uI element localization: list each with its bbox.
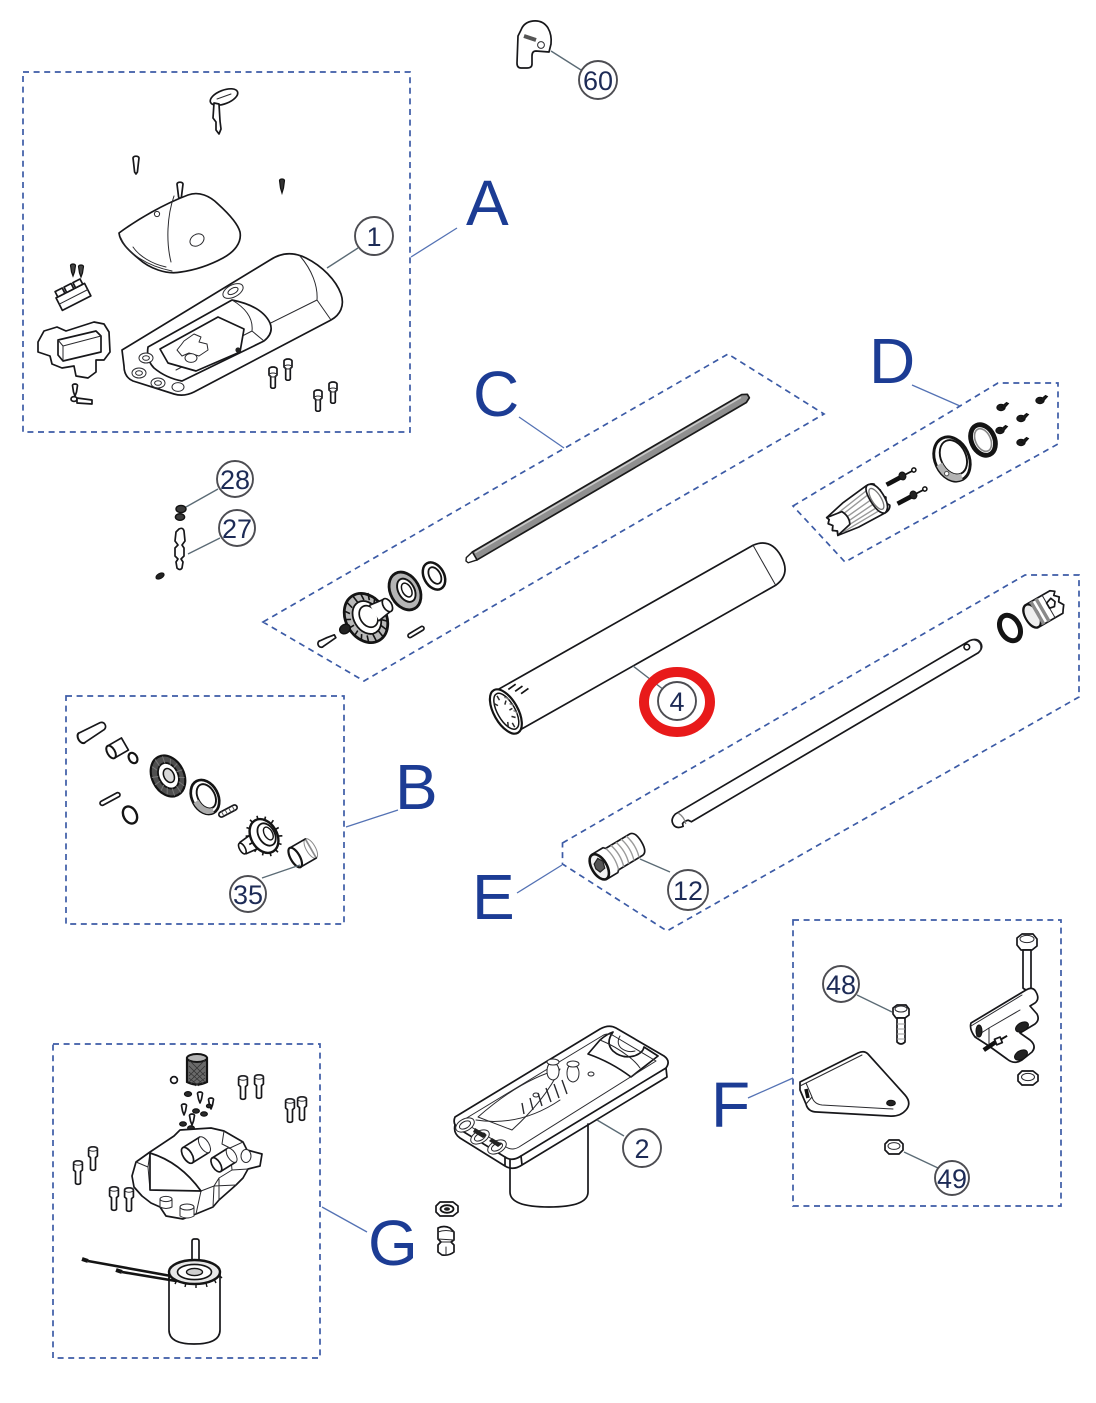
svg-text:B: B — [395, 751, 438, 823]
svg-text:D: D — [869, 325, 915, 397]
svg-text:E: E — [472, 861, 515, 933]
svg-text:F: F — [711, 1069, 750, 1141]
svg-text:C: C — [473, 358, 519, 430]
svg-text:48: 48 — [826, 970, 856, 1000]
svg-text:1: 1 — [366, 222, 381, 252]
svg-text:12: 12 — [673, 876, 703, 906]
svg-text:27: 27 — [222, 514, 252, 544]
svg-text:4: 4 — [669, 687, 684, 717]
svg-text:G: G — [368, 1207, 418, 1279]
svg-text:A: A — [466, 167, 509, 239]
svg-text:28: 28 — [220, 465, 250, 495]
svg-text:35: 35 — [233, 880, 263, 910]
svg-text:49: 49 — [937, 1164, 967, 1194]
svg-text:2: 2 — [634, 1134, 649, 1164]
svg-text:60: 60 — [583, 66, 613, 96]
